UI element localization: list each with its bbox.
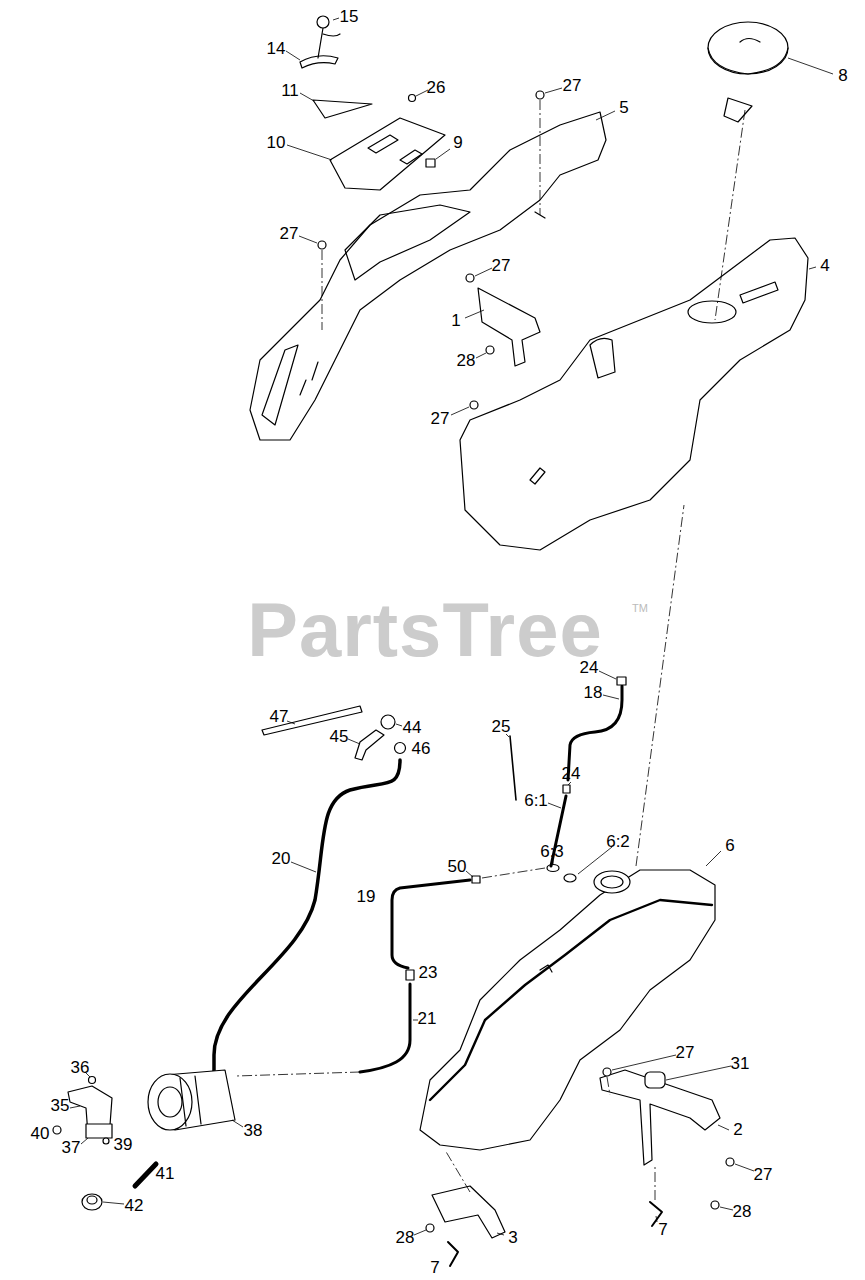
callout-number: 6:1 [524, 792, 548, 809]
callout-number: 35 [51, 1097, 70, 1114]
callout-number: 20 [272, 850, 291, 867]
callout-number: 6 [725, 837, 734, 854]
callout-number: 27 [676, 1044, 695, 1061]
callout-number: 46 [412, 740, 431, 757]
trademark-mark: TM [632, 603, 648, 614]
callout-number: 42 [125, 1197, 144, 1214]
callout-number: 15 [340, 8, 359, 25]
callout-number: 4 [820, 257, 829, 274]
callout-number: 27 [280, 225, 299, 242]
callout-number: 5 [619, 99, 628, 116]
callout-number: 38 [244, 1122, 263, 1139]
callout-number: 7 [430, 1259, 439, 1276]
callout-number: 36 [71, 1059, 90, 1076]
callout-number: 21 [418, 1010, 437, 1027]
callout-number: 40 [31, 1125, 50, 1142]
callout-number: 27 [754, 1166, 773, 1183]
callout-number: 28 [733, 1203, 752, 1220]
callout-number: 37 [62, 1139, 81, 1156]
callout-number: 19 [357, 888, 376, 905]
callout-number: 2 [733, 1121, 742, 1138]
callout-number: 14 [267, 40, 286, 57]
callout-number: 41 [156, 1165, 175, 1182]
callout-number: 1 [451, 312, 460, 329]
callout-number: 23 [419, 964, 438, 981]
callout-number: 50 [448, 858, 467, 875]
callout-number: 44 [403, 719, 422, 736]
callout-number: 24 [562, 765, 581, 782]
callout-number: 27 [431, 410, 450, 427]
callout-number: 26 [427, 79, 446, 96]
watermark: PartsTree [247, 592, 602, 668]
callout-number: 47 [270, 708, 289, 725]
callout-number: 8 [838, 67, 847, 84]
callout-number: 28 [396, 1229, 415, 1246]
callout-number: 18 [584, 684, 603, 701]
callout-number: 7 [658, 1221, 667, 1238]
callout-number: 9 [453, 134, 462, 151]
callout-number: 11 [281, 82, 299, 99]
callout-number: 45 [330, 728, 349, 745]
callout-number: 39 [114, 1136, 133, 1153]
callout-number: 28 [457, 352, 476, 369]
callout-number: 10 [267, 134, 286, 151]
callout-number: 3 [508, 1229, 517, 1246]
callout-number: 6:2 [606, 833, 630, 850]
callout-number: 31 [731, 1055, 750, 1072]
callout-number: 6:3 [540, 843, 564, 860]
callout-number: 27 [563, 77, 582, 94]
callout-number: 24 [580, 659, 599, 676]
callout-number: 27 [492, 257, 511, 274]
callout-number: 25 [492, 718, 511, 735]
